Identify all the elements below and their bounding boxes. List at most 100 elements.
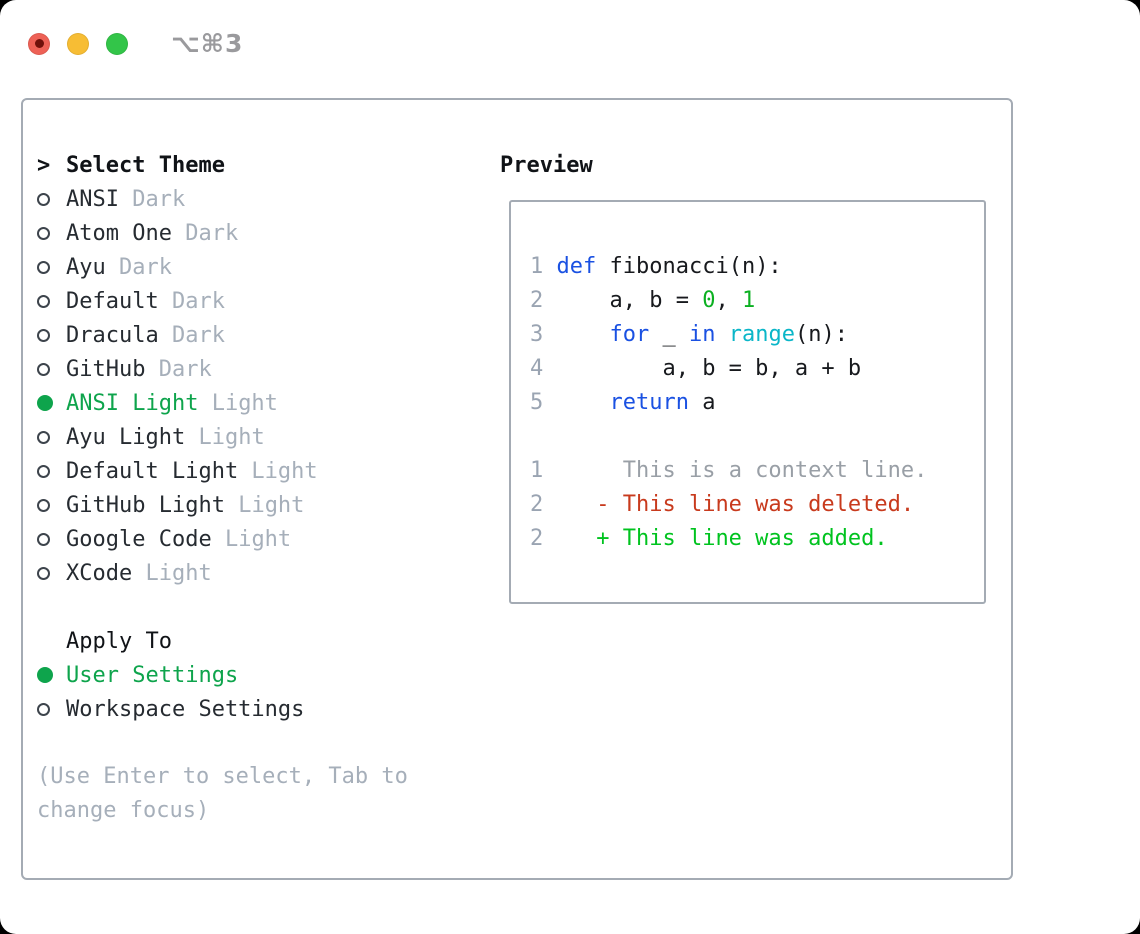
code-segment-lineno: 3 bbox=[530, 321, 544, 347]
option-label: Atom One bbox=[66, 220, 172, 246]
code-line: 1 def fibonacci(n): bbox=[530, 249, 984, 283]
radio-unselected-icon bbox=[37, 532, 50, 546]
code-segment-lineno: 2 bbox=[530, 287, 544, 313]
radio-icon bbox=[37, 464, 66, 478]
option-label: Default Light bbox=[66, 458, 239, 484]
option-label: User Settings bbox=[66, 662, 239, 688]
maximize-button[interactable] bbox=[106, 32, 128, 55]
diff-line: 1 This is a context line. bbox=[530, 453, 984, 487]
apply-option[interactable]: User Settings bbox=[37, 658, 437, 692]
code-segment-kw: in bbox=[688, 321, 716, 347]
radio-icon bbox=[37, 192, 66, 206]
apply-option[interactable]: Workspace Settings bbox=[37, 692, 437, 726]
focus-caret-icon: > bbox=[37, 152, 51, 178]
code-line: 5 return a bbox=[530, 385, 984, 419]
option-label: Ayu Light bbox=[66, 424, 186, 450]
code-segment-kw: return bbox=[609, 389, 689, 415]
code-segment-kw: def bbox=[556, 253, 597, 279]
diff-line: 2 + This line was added. bbox=[530, 521, 984, 555]
code-segment-kw: for bbox=[609, 321, 650, 347]
radio-unselected-icon bbox=[37, 260, 50, 274]
radio-icon bbox=[37, 362, 66, 376]
code-segment-del: - This line was deleted. bbox=[596, 491, 915, 517]
preview-title: Preview bbox=[500, 152, 593, 178]
theme-item[interactable]: Dracula Dark bbox=[37, 318, 437, 352]
code-segment-plain bbox=[543, 526, 596, 551]
radio-icon bbox=[37, 667, 66, 683]
titlebar: ⌥⌘3 bbox=[28, 29, 243, 58]
variant-tag: Dark bbox=[158, 288, 225, 314]
window-title: ⌥⌘3 bbox=[171, 29, 244, 58]
option-label: Workspace Settings bbox=[66, 696, 305, 722]
apply-to-title: Apply To bbox=[66, 628, 172, 654]
option-label: Default bbox=[66, 288, 159, 314]
code-segment-num: 0 bbox=[702, 287, 716, 313]
code-segment-plain: a bbox=[688, 389, 716, 415]
variant-tag: Light bbox=[198, 390, 278, 416]
code-segment-lineno: 5 bbox=[530, 389, 544, 415]
code-segment-num: 1 bbox=[741, 287, 756, 313]
radio-icon bbox=[37, 328, 66, 342]
code-segment-lineno: 2 bbox=[530, 525, 544, 551]
code-segment-plain: a, b = b, a + b bbox=[543, 355, 862, 381]
code-line: 3 for _ in range(n): bbox=[530, 317, 984, 351]
close-button[interactable] bbox=[28, 32, 50, 55]
option-label: ANSI bbox=[66, 186, 119, 212]
radio-selected-icon bbox=[37, 667, 53, 683]
radio-icon bbox=[37, 430, 66, 444]
theme-item[interactable]: Atom One Dark bbox=[37, 216, 437, 250]
variant-tag: Light bbox=[238, 458, 318, 484]
theme-item[interactable]: GitHub Light Light bbox=[37, 488, 437, 522]
option-label: GitHub Light bbox=[66, 492, 225, 518]
radio-icon bbox=[37, 294, 66, 308]
code-segment-lineno: 2 bbox=[530, 491, 544, 517]
code-segment-ctx: This is a context line. bbox=[622, 457, 928, 483]
diff-line: 2 - This line was deleted. bbox=[530, 487, 984, 521]
radio-unselected-icon bbox=[37, 702, 50, 716]
minimize-button[interactable] bbox=[67, 32, 89, 55]
radio-icon bbox=[37, 566, 66, 580]
radio-icon bbox=[37, 226, 66, 240]
option-label: Google Code bbox=[66, 526, 212, 552]
radio-icon bbox=[37, 498, 66, 512]
modified-indicator-dot bbox=[34, 39, 44, 48]
radio-unselected-icon bbox=[37, 226, 50, 240]
option-label: XCode bbox=[66, 560, 133, 586]
code-segment-add: + This line was added. bbox=[596, 525, 888, 551]
radio-icon bbox=[37, 702, 66, 716]
theme-item[interactable]: Default Dark bbox=[37, 284, 437, 318]
theme-item[interactable]: GitHub Dark bbox=[37, 352, 437, 386]
code-line: 2 a, b = 0, 1 bbox=[530, 283, 984, 317]
radio-unselected-icon bbox=[37, 566, 50, 580]
code-segment-plain bbox=[543, 254, 556, 279]
variant-tag: Light bbox=[185, 424, 265, 450]
theme-item[interactable]: Ayu Dark bbox=[37, 250, 437, 284]
select-theme-title: Select Theme bbox=[66, 152, 225, 178]
option-label: Ayu bbox=[66, 254, 106, 280]
code-segment-plain bbox=[543, 390, 609, 415]
theme-item[interactable]: Ayu Light Light bbox=[37, 420, 437, 454]
code-segment-plain bbox=[543, 492, 596, 517]
help-text: (Use Enter to select, Tab to change focu… bbox=[37, 764, 408, 823]
code-segment-plain: _ bbox=[649, 321, 689, 347]
theme-item[interactable]: ANSI Dark bbox=[37, 182, 437, 216]
code-segment-plain bbox=[715, 322, 728, 347]
radio-unselected-icon bbox=[37, 498, 50, 512]
variant-tag: Dark bbox=[118, 186, 186, 212]
theme-item[interactable]: ANSI Light Light bbox=[37, 386, 437, 420]
code-segment-plain bbox=[543, 322, 609, 347]
variant-tag: Dark bbox=[171, 220, 239, 246]
theme-item[interactable]: Google Code Light bbox=[37, 522, 437, 556]
theme-item[interactable]: XCode Light bbox=[37, 556, 437, 590]
radio-unselected-icon bbox=[37, 362, 50, 376]
theme-item[interactable]: Default Light Light bbox=[37, 454, 437, 488]
radio-unselected-icon bbox=[37, 464, 50, 478]
spacer bbox=[37, 590, 437, 624]
apply-to-header: Apply To bbox=[37, 624, 437, 658]
code-segment-lineno: 1 bbox=[530, 253, 544, 279]
radio-unselected-icon bbox=[37, 294, 50, 308]
